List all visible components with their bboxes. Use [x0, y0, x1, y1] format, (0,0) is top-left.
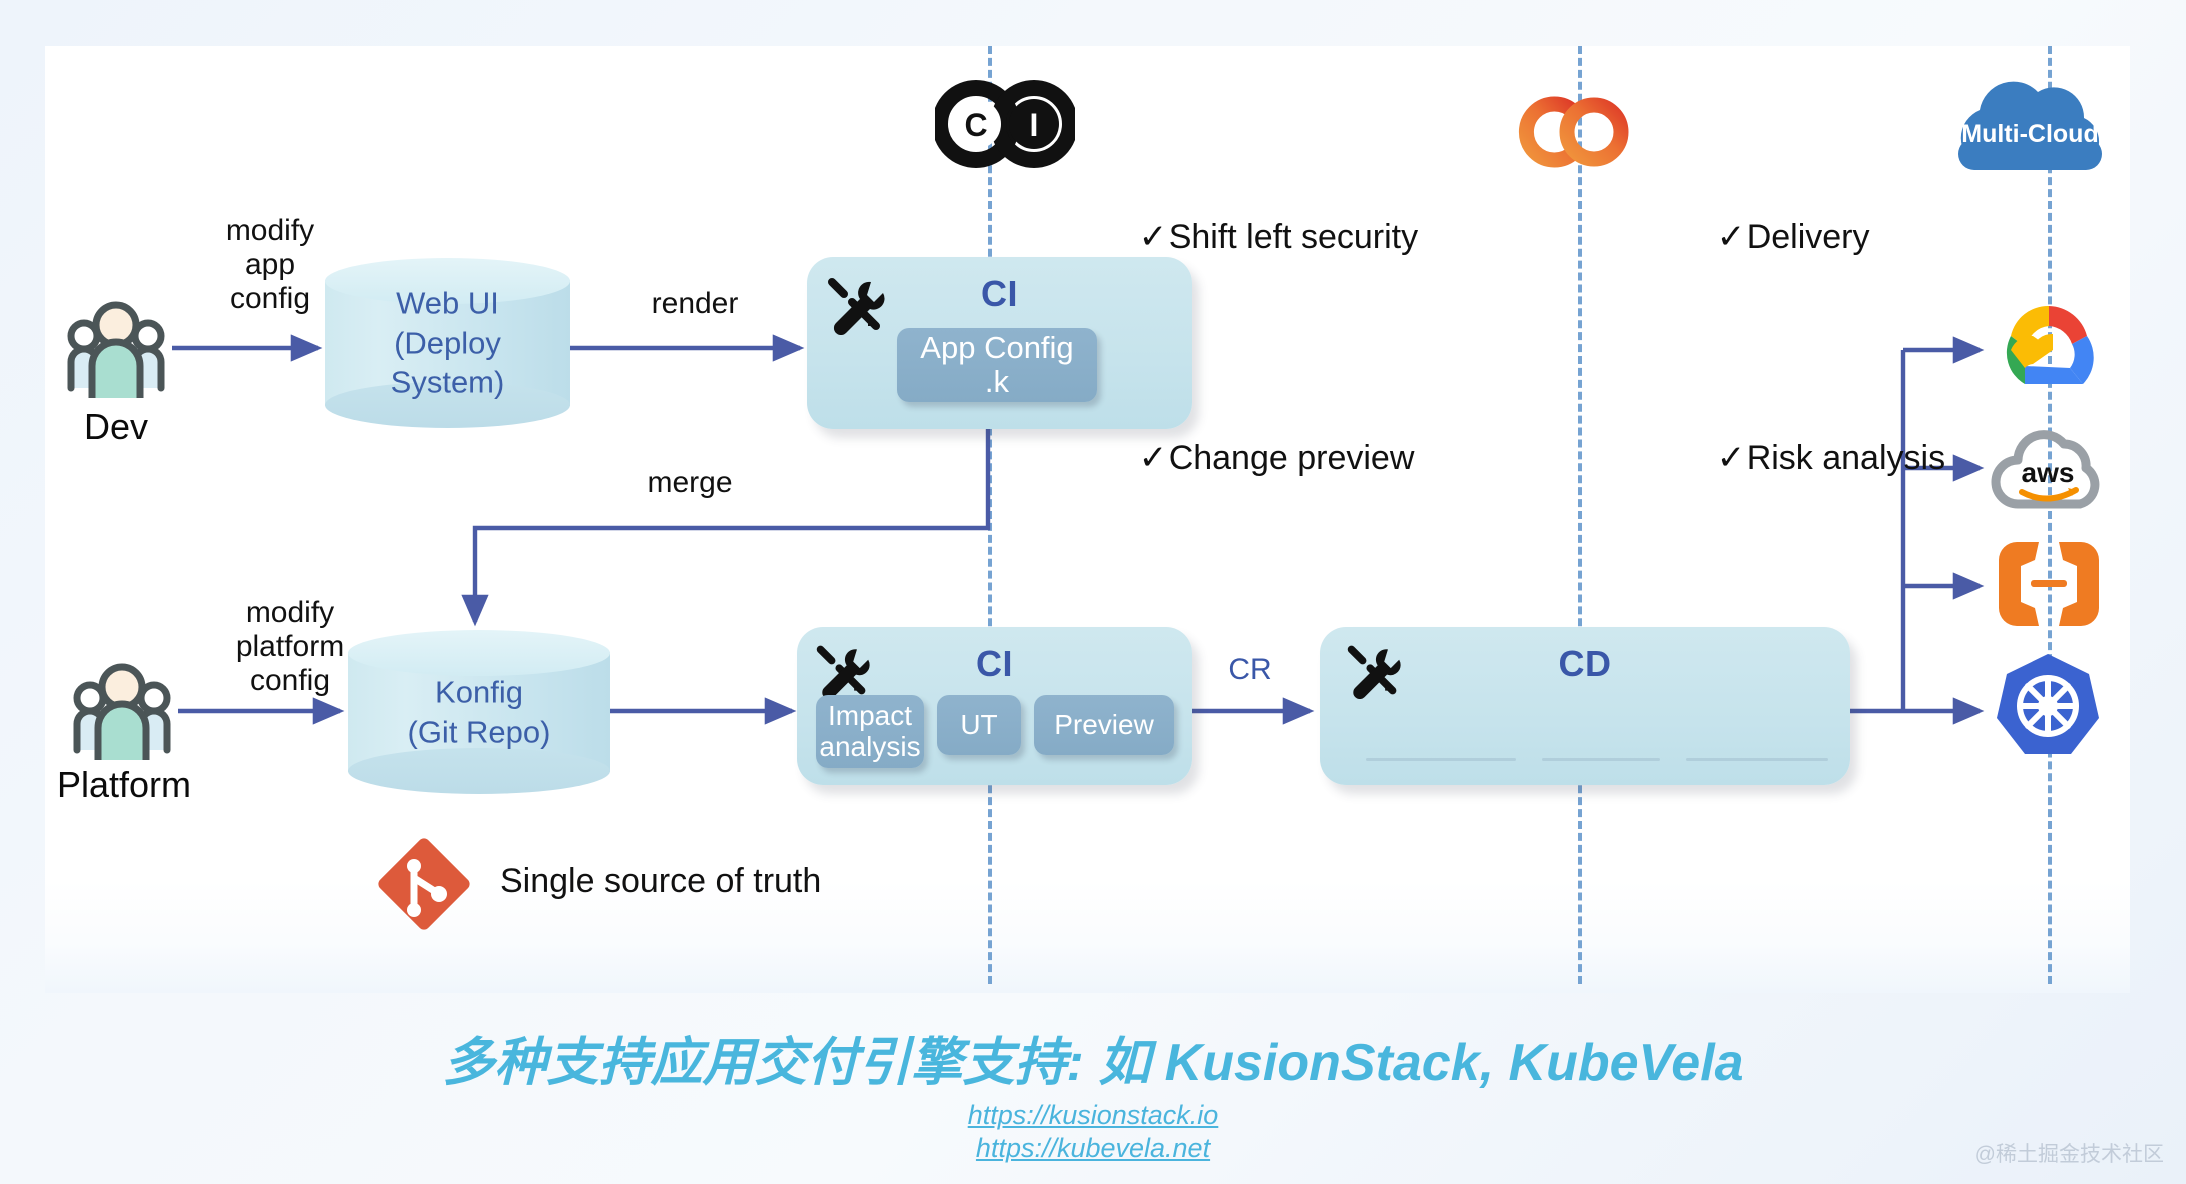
alibaba-cloud-icon [1999, 542, 2099, 626]
git-note-label: Single source of truth [500, 862, 822, 900]
cd-box[interactable]: CD [1320, 627, 1850, 785]
people-icon [73, 663, 171, 760]
git-logo-icon [378, 838, 470, 930]
cd-check-item-0: ✓Delivery [1660, 170, 1945, 303]
ci-bottom-box[interactable]: CI Impact analysis UT Preview [797, 627, 1192, 785]
cd-check-label-0: Delivery [1746, 217, 1870, 256]
link-kubevela[interactable]: https://kubevela.net [975, 1133, 1211, 1163]
ci-header-group: C I [932, 78, 1078, 175]
google-cloud-target [1995, 298, 2103, 407]
modify-app-config-label: modify app config [225, 214, 315, 316]
dev-label: Dev [83, 406, 149, 447]
lane-divider-ci [988, 46, 992, 984]
cloud-shape-icon [1958, 81, 2102, 170]
cd-header-group [1516, 74, 1642, 177]
cd-ghost-chip-2 [1686, 758, 1828, 761]
platform-label: Platform [56, 764, 192, 805]
tools-icon [1347, 645, 1401, 699]
alibaba-cloud-target [1995, 536, 2103, 637]
platform-actor-group [66, 652, 178, 769]
caption-title: 多种支持应用交付引擎支持: 如 KusionStack, KubeVela [442, 1034, 1744, 1092]
lane-divider-cd [1578, 46, 1582, 984]
konfig-cylinder: Konfig (Git Repo) [348, 630, 610, 794]
check-icon: ✓ [1138, 438, 1168, 477]
modify-platform-config-label: modify platform config [235, 596, 345, 698]
svg-text:I: I [1030, 107, 1039, 143]
panel-bottom-fade [45, 880, 2130, 993]
check-icon: ✓ [1716, 438, 1746, 477]
kubernetes-icon [1997, 654, 2099, 754]
check-icon: ✓ [1138, 217, 1168, 256]
ci-check-item-1: ✓Change preview [1082, 391, 1418, 524]
konfig-label: Konfig (Git Repo) [407, 674, 551, 749]
dev-actor-group [60, 290, 172, 407]
ci-infinity-logo: C I [932, 80, 1078, 168]
tools-icon [828, 278, 885, 335]
ci-check-label-0: Shift left security [1168, 217, 1419, 256]
cd-check-label-1: Risk analysis [1746, 438, 1946, 477]
chip-preview[interactable]: Preview [1034, 695, 1174, 755]
link-kusionstack[interactable]: https://kusionstack.io [967, 1100, 1219, 1130]
webui-cylinder: Web UI (Deploy System) [325, 258, 570, 428]
google-cloud-icon [2006, 305, 2094, 384]
cylinder-top [348, 630, 610, 676]
ci-top-box[interactable]: CI App Config .k [807, 257, 1192, 429]
lane-divider-cloud [2048, 46, 2052, 984]
merge-label: merge [647, 466, 733, 499]
webui-label: Web UI (Deploy System) [390, 285, 505, 400]
white-panel [45, 46, 2130, 993]
multi-cloud-badge: Multi-Cloud [1940, 66, 2120, 183]
aws-target: aws [1988, 418, 2108, 523]
render-label: render [651, 287, 739, 320]
check-icon: ✓ [1716, 217, 1746, 256]
ci-check-label-1: Change preview [1168, 438, 1415, 477]
svg-text:C: C [964, 107, 987, 143]
watermark: @稀土掘金技术社区 [1974, 1143, 2164, 1166]
cr-label: CR [1228, 653, 1272, 686]
ci-top-title: CI [981, 273, 1018, 314]
cd-check-item-1: ✓Risk analysis [1660, 391, 1945, 524]
cd-checklist: ✓Delivery ✓Risk analysis [1660, 82, 1945, 612]
multi-cloud-label: Multi-Cloud [1961, 120, 2099, 148]
tools-icon [816, 645, 870, 699]
cd-title: CD [1558, 643, 1612, 684]
chip-ut[interactable]: UT [937, 695, 1021, 755]
git-note-group [370, 830, 478, 943]
cylinder-bottom [325, 382, 570, 428]
cd-ghost-chip-1 [1542, 758, 1660, 761]
kubernetes-target [1993, 650, 2103, 765]
cylinder-top [325, 258, 570, 304]
svg-text:aws: aws [2022, 457, 2075, 488]
ci-bottom-title: CI [976, 643, 1013, 684]
people-icon [67, 301, 165, 398]
cd-logo [1518, 76, 1629, 168]
chip-impact-analysis[interactable]: Impact analysis [816, 695, 924, 768]
aws-icon: aws [1991, 430, 2100, 509]
chip-app-config[interactable]: App Config .k [897, 328, 1097, 402]
cylinder-bottom [348, 748, 610, 794]
ci-checklist: ✓Shift left security ✓Change preview [1082, 82, 1418, 612]
cd-ghost-chip-0 [1366, 758, 1516, 761]
ci-check-item-0: ✓Shift left security [1082, 170, 1418, 303]
